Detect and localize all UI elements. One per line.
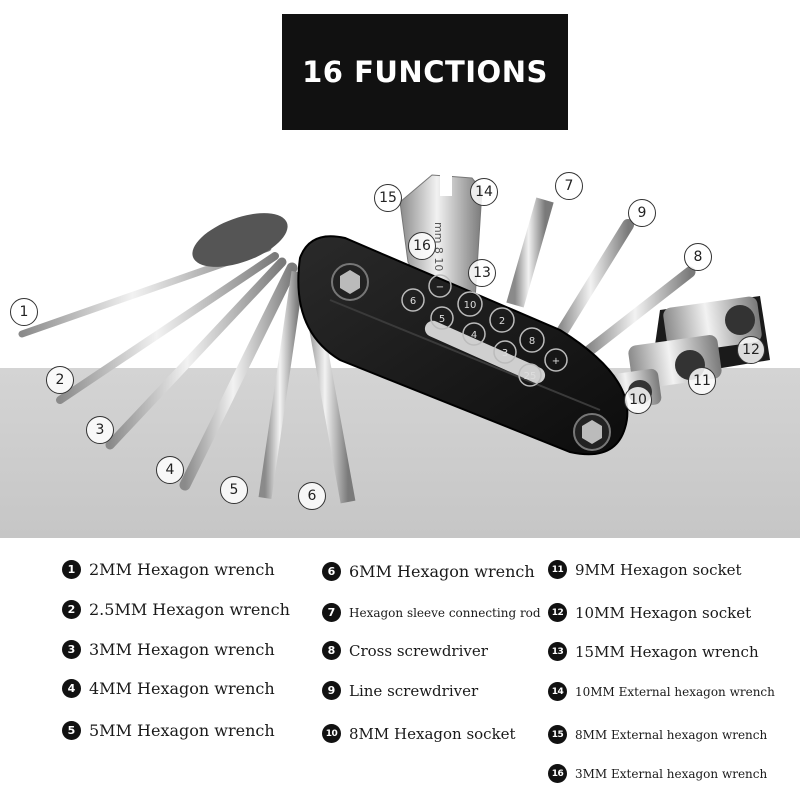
legend-text: 2MM Hexagon wrench xyxy=(89,560,275,579)
legend-item-5: 5 5MM Hexagon wrench xyxy=(62,721,275,740)
badge-icon: 12 xyxy=(548,603,567,622)
badge-icon: 8 xyxy=(322,641,341,660)
legend-text: 2.5MM Hexagon wrench xyxy=(89,600,290,619)
legend-text: 10MM Hexagon socket xyxy=(575,603,752,622)
callout-2: 2 xyxy=(46,366,74,394)
badge-icon: 15 xyxy=(548,725,567,744)
hex-wrench-5 xyxy=(258,271,305,499)
legend-text: Cross screwdriver xyxy=(349,641,488,660)
callout-1: 1 xyxy=(10,298,38,326)
legend-item-12: 12 10MM Hexagon socket xyxy=(548,603,751,622)
callout-5: 5 xyxy=(220,476,248,504)
callout-15: 15 xyxy=(374,184,402,212)
mark-8: 8 xyxy=(529,336,535,347)
callout-10: 10 xyxy=(624,386,652,414)
legend-text: 15MM Hexagon wrench xyxy=(575,642,759,661)
legend-item-11: 11 9MM Hexagon socket xyxy=(548,560,742,579)
legend-item-1: 1 2MM Hexagon wrench xyxy=(62,560,275,579)
line-screwdriver xyxy=(554,219,634,341)
hex-wrench-3 xyxy=(105,257,287,450)
badge-icon: 7 xyxy=(322,603,341,622)
legend-item-10: 10 8MM Hexagon socket xyxy=(322,724,516,743)
callout-4: 4 xyxy=(156,456,184,484)
callout-13: 13 xyxy=(468,259,496,287)
legend-text: 3MM Hexagon wrench xyxy=(89,640,275,659)
legend-item-7: 7 Hexagon sleeve connecting rod xyxy=(322,603,541,622)
mark-25: 25 xyxy=(524,371,537,382)
legend-item-14: 14 10MM External hexagon wrench xyxy=(548,682,775,701)
legend-item-8: 8 Cross screwdriver xyxy=(322,641,488,660)
badge-icon: 16 xyxy=(548,764,567,783)
plate-engraving: mm 8 10 xyxy=(432,222,445,271)
legend-item-6: 6 6MM Hexagon wrench xyxy=(322,562,535,581)
badge-icon: 6 xyxy=(322,562,341,581)
badge-icon: 13 xyxy=(548,642,567,661)
pivot-cap xyxy=(192,213,288,267)
callout-8: 8 xyxy=(684,243,712,271)
page-title: 16 FUNCTIONS xyxy=(302,55,548,89)
legend-item-13: 13 15MM Hexagon wrench xyxy=(548,642,759,661)
callout-14: 14 xyxy=(470,178,498,206)
badge-icon: 11 xyxy=(548,560,567,579)
mark-5: 5 xyxy=(439,314,445,325)
badge-icon: 1 xyxy=(62,560,81,579)
sleeve-connecting-rod xyxy=(506,197,554,308)
badge-icon: 3 xyxy=(62,640,81,659)
legend-text: 8MM External hexagon wrench xyxy=(575,727,768,742)
legend-item-2: 2 2.5MM Hexagon wrench xyxy=(62,600,290,619)
legend-text: Line screwdriver xyxy=(349,681,479,700)
mark-3: 3 xyxy=(502,348,508,359)
legend-text: 6MM Hexagon wrench xyxy=(349,562,535,581)
legend-item-15: 15 8MM External hexagon wrench xyxy=(548,725,767,744)
callout-3: 3 xyxy=(86,416,114,444)
legend-item-16: 16 3MM External hexagon wrench xyxy=(548,764,767,783)
legend-text: 4MM Hexagon wrench xyxy=(89,679,275,698)
mark-10: 10 xyxy=(464,300,477,311)
badge-icon: 2 xyxy=(62,600,81,619)
mark-6: 6 xyxy=(410,296,416,307)
mark-4: 4 xyxy=(471,330,477,341)
badge-icon: 5 xyxy=(62,721,81,740)
mark-plus: + xyxy=(552,356,560,367)
legend-text: 9MM Hexagon socket xyxy=(575,560,742,579)
callout-11: 11 xyxy=(688,367,716,395)
multi-tool-illustration: mm 8 10 xyxy=(18,174,770,504)
legend-item-3: 3 3MM Hexagon wrench xyxy=(62,640,275,659)
hex-wrench-4 xyxy=(179,262,298,491)
mark-2: 2 xyxy=(499,316,505,327)
body-markings xyxy=(401,274,568,387)
legend-text: 3MM External hexagon wrench xyxy=(575,766,768,781)
bolt-bottom-icon xyxy=(573,413,611,451)
background-band xyxy=(0,368,800,538)
legend-item-9: 9 Line screwdriver xyxy=(322,681,478,700)
callout-16: 16 xyxy=(408,232,436,260)
title-banner: 16 FUNCTIONS xyxy=(282,14,568,130)
callout-9: 9 xyxy=(628,199,656,227)
callout-7: 7 xyxy=(555,172,583,200)
badge-icon: 10 xyxy=(322,724,341,743)
hex-wrench-2 xyxy=(56,252,279,404)
legend-text: Hexagon sleeve connecting rod xyxy=(349,605,541,620)
badge-icon: 9 xyxy=(322,681,341,700)
callout-12: 12 xyxy=(737,336,765,364)
badge-icon: 14 xyxy=(548,682,567,701)
cross-screwdriver xyxy=(584,266,696,356)
mark-minus: − xyxy=(436,282,444,293)
legend-text: 5MM Hexagon wrench xyxy=(89,721,275,740)
bolt-top-icon xyxy=(331,263,369,301)
callout-6: 6 xyxy=(298,482,326,510)
legend-item-4: 4 4MM Hexagon wrench xyxy=(62,679,275,698)
legend-text: 10MM External hexagon wrench xyxy=(575,684,775,699)
badge-icon: 4 xyxy=(62,679,81,698)
legend-text: 8MM Hexagon socket xyxy=(349,724,516,743)
